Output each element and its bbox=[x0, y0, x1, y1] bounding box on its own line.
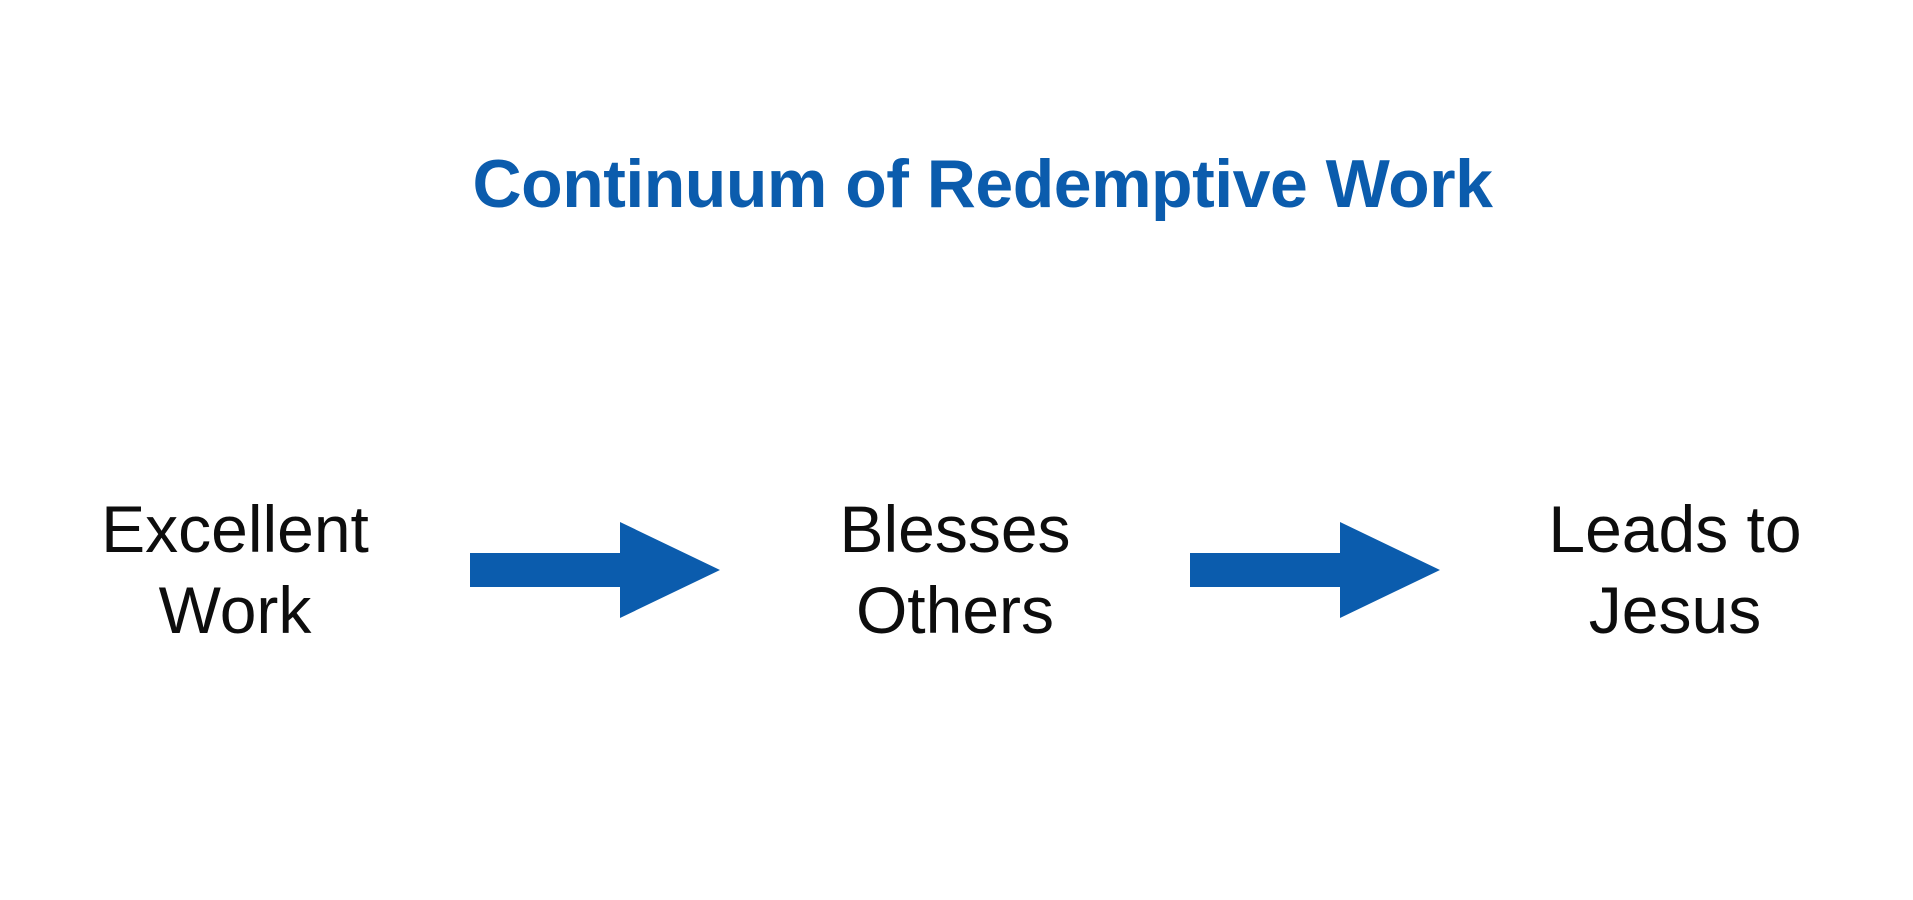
flow-stage-line-2: Others bbox=[855, 573, 1055, 647]
page-title: Continuum of Redemptive Work bbox=[472, 145, 1493, 222]
flow-stage-line-1: Excellent bbox=[101, 492, 369, 567]
flow-stage-line-2: Work bbox=[158, 573, 312, 647]
flow-stage-excellent-work: Excellent Work bbox=[0, 489, 470, 650]
flow-connector-1 bbox=[470, 522, 720, 618]
flow-stage-blesses-others: Blesses Others bbox=[720, 489, 1190, 650]
arrow-right-icon bbox=[470, 522, 720, 618]
arrow-right-icon bbox=[1190, 522, 1440, 618]
redemptive-work-flow: Excellent Work Blesses Others Leads to J… bbox=[0, 470, 1913, 670]
flow-stage-leads-to-jesus: Leads to Jesus bbox=[1440, 489, 1910, 650]
flow-stage-line-1: Leads to bbox=[1548, 492, 1802, 567]
flow-stage-line-2: Jesus bbox=[1588, 573, 1762, 647]
flow-stage-line-1: Blesses bbox=[839, 492, 1071, 567]
flow-connector-2 bbox=[1190, 522, 1440, 618]
